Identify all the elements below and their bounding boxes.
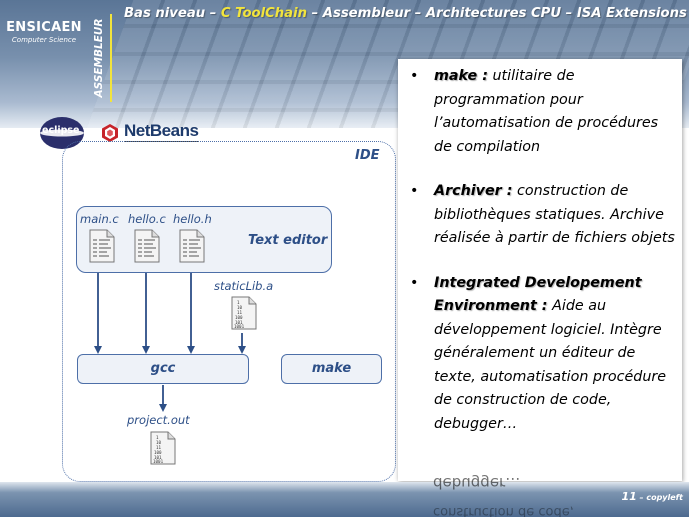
- bullet-panel: make : utilitaire de programmation pour …: [398, 59, 682, 481]
- eclipse-label: eclipse: [42, 125, 80, 136]
- netbeans-icon: [102, 124, 118, 142]
- gcc-box: gcc: [77, 354, 249, 384]
- section-label: ASSEMBLEUR: [88, 14, 112, 102]
- svg-text:101: 101: [235, 320, 243, 325]
- bullet-ide: Integrated Developement Environment : Ai…: [404, 272, 678, 437]
- header-file-icon: [179, 229, 205, 263]
- brand-name: ENSICAEN: [6, 20, 82, 35]
- svg-text:11: 11: [237, 310, 243, 315]
- ide-container: [62, 141, 396, 482]
- svg-text:1: 1: [156, 435, 159, 440]
- svg-text:101: 101: [154, 455, 162, 460]
- slide-title: Bas niveau – C ToolChain – Assembleur – …: [124, 6, 687, 21]
- binary-file-icon: 1 10 11 100 101 1001: [231, 296, 257, 330]
- source-file-icon: [89, 229, 115, 263]
- make-box: make: [281, 354, 382, 384]
- svg-text:100: 100: [154, 450, 162, 455]
- svg-text:1001: 1001: [234, 324, 245, 329]
- file-label-hello-c: hello.c: [128, 212, 166, 226]
- ide-label: IDE: [355, 148, 380, 163]
- text-editor-label: Text editor: [248, 233, 328, 248]
- reflection-text: debugger…: [433, 474, 521, 492]
- reflection-text-2: construction de code,: [433, 504, 574, 517]
- output-label: project.out: [127, 413, 190, 427]
- page-number: 11 – copyleft: [621, 490, 683, 503]
- eclipse-icon: [40, 117, 84, 149]
- static-lib-label: staticLib.a: [214, 279, 274, 293]
- brand-logo: ENSICAEN Computer Science: [0, 20, 88, 44]
- svg-text:10: 10: [156, 440, 162, 445]
- file-label-hello-h: hello.h: [173, 212, 212, 226]
- svg-text:1001: 1001: [153, 459, 164, 464]
- bullet-make: make : utilitaire de programmation pour …: [404, 65, 678, 159]
- svg-text:11: 11: [156, 445, 162, 450]
- brand-subtitle: Computer Science: [11, 36, 77, 44]
- footer-bar: [0, 482, 689, 517]
- executable-file-icon: 1 10 11 100 101 1001: [150, 431, 176, 465]
- netbeans-label: NetBeans: [124, 121, 199, 142]
- svg-text:1: 1: [237, 300, 240, 305]
- source-file-icon: [134, 229, 160, 263]
- bullet-archiver: Archiver : construction de bibliothèques…: [404, 180, 678, 251]
- file-label-main-c: main.c: [80, 212, 119, 226]
- svg-text:100: 100: [235, 315, 243, 320]
- svg-text:10: 10: [237, 305, 243, 310]
